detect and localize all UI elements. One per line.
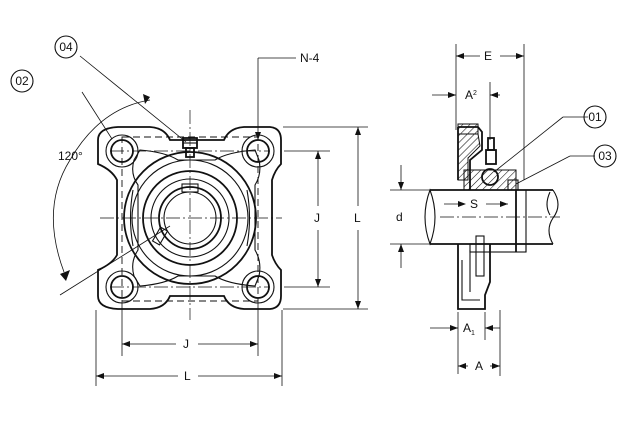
front-view (52, 55, 368, 386)
bearing-rings (123, 151, 257, 285)
callout-04-label: 04 (59, 40, 73, 54)
callout-01-label: 01 (588, 110, 602, 124)
dim-d (390, 165, 430, 268)
callout-03-label: 03 (598, 149, 612, 163)
dim-j-vertical (284, 150, 330, 288)
a1-label: A1 (463, 321, 475, 337)
grease-fitting (182, 137, 198, 158)
dim-e (455, 44, 525, 180)
dim-a1 (430, 312, 500, 374)
a2-label: A2 (465, 88, 477, 102)
d-label: d (396, 210, 403, 224)
callout-02-label: 02 (15, 74, 29, 88)
dim-a (458, 310, 501, 376)
holes-label: N-4 (300, 51, 320, 65)
leader-angle (59, 225, 171, 296)
housing-outline (97, 126, 282, 310)
callout-01: 01 (583, 105, 607, 129)
angle-label: 120° (58, 149, 83, 163)
side-view (390, 44, 595, 376)
side-grease-fitting (485, 137, 497, 165)
dim-a2 (432, 82, 500, 140)
dim-j-horizontal (121, 300, 259, 356)
angle-arc (52, 99, 151, 273)
leader-03 (515, 155, 571, 185)
flange-section (457, 123, 479, 135)
a-label: A (475, 359, 483, 373)
callout-03: 03 (593, 144, 617, 168)
dim-l-horizontal (95, 310, 283, 386)
j-horizontal-label: J (183, 337, 189, 351)
s-label: S (470, 197, 478, 211)
callout-04: 04 (54, 35, 78, 59)
ball (481, 168, 499, 186)
dim-l-vertical (283, 126, 368, 310)
set-screw (507, 179, 519, 191)
leader-01 (493, 116, 564, 173)
leader-02 (81, 91, 113, 140)
callout-02: 02 (10, 69, 34, 93)
e-label: E (484, 49, 492, 63)
j-vertical-label: J (314, 211, 320, 225)
leader-04 (79, 55, 187, 143)
l-horizontal-label: L (184, 369, 191, 383)
l-vertical-label: L (354, 211, 361, 225)
dim-s (444, 201, 508, 207)
